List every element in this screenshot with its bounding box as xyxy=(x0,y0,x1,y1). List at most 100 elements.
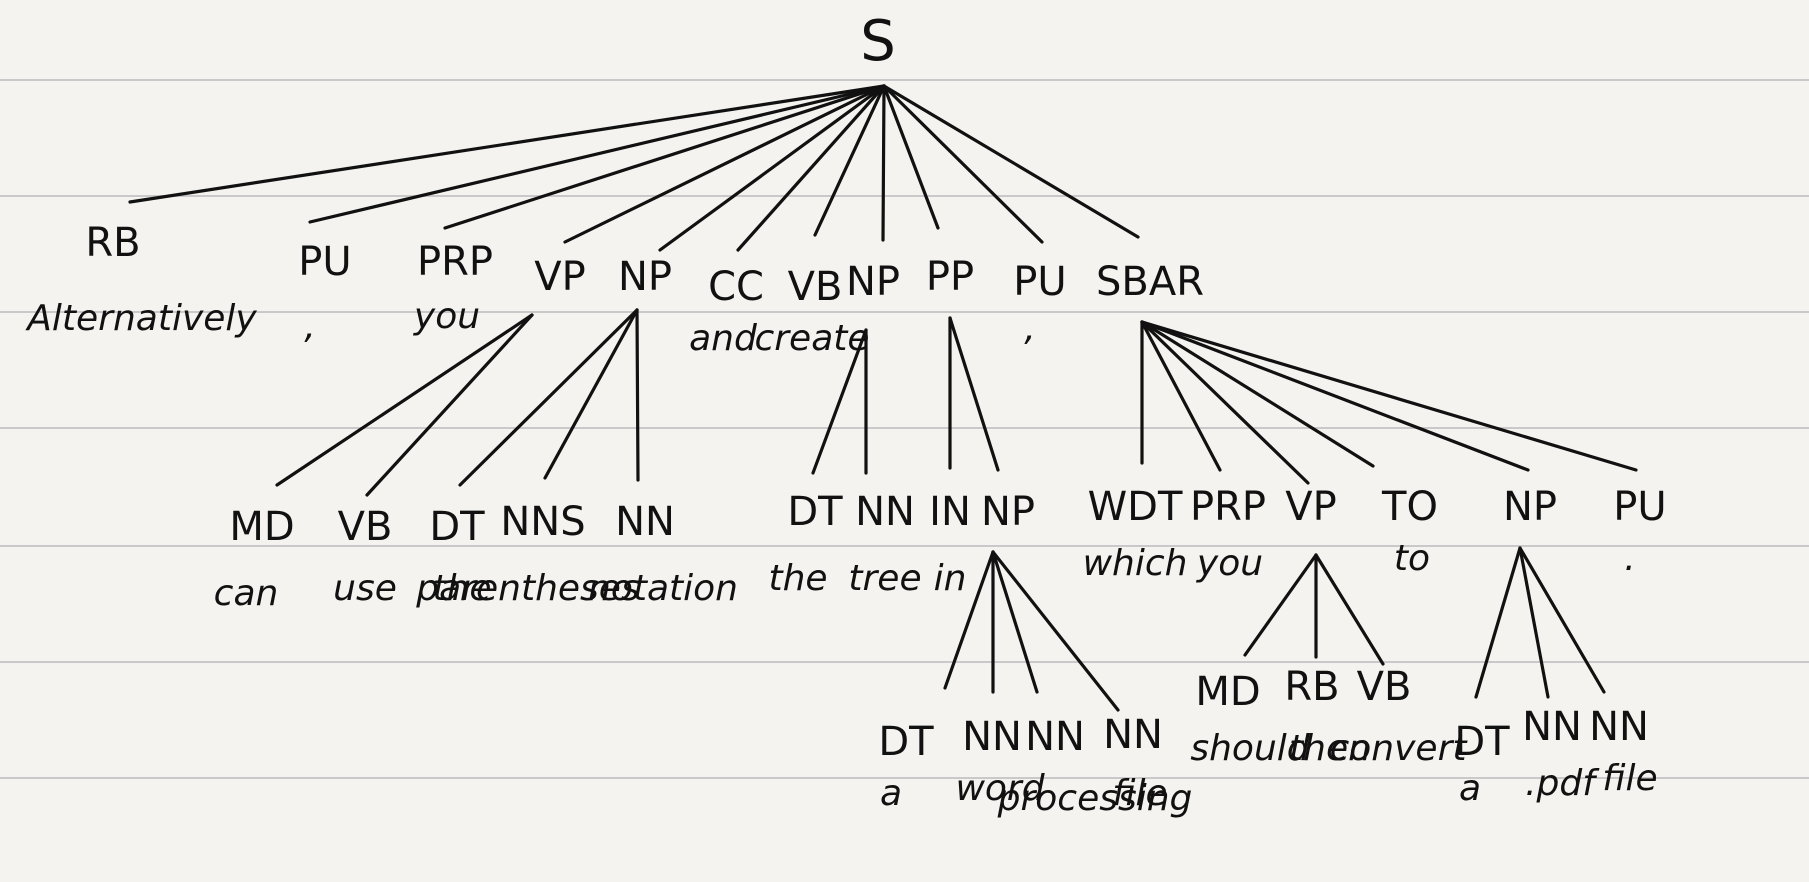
node-word-dt2: the xyxy=(768,558,827,599)
node-word-dt1: the xyxy=(432,568,491,609)
node-word-nn3: word xyxy=(955,768,1045,809)
tree-edge xyxy=(1140,320,1222,472)
tree-edge xyxy=(1518,546,1606,694)
node-tag-dt3: DT xyxy=(878,719,934,765)
tree-edge xyxy=(882,84,1140,239)
node-tag-nn6: NN xyxy=(1522,704,1582,750)
node-word-rb2: then xyxy=(1289,728,1371,769)
node-word-vb1: create xyxy=(754,318,869,359)
node-tag-nn7: NN xyxy=(1589,704,1649,750)
node-tag-pp: PP xyxy=(926,254,974,300)
node-word-md1: can xyxy=(214,573,279,614)
node-tag-nn3: NN xyxy=(962,714,1022,760)
tree-edge xyxy=(1140,320,1310,485)
root-node-label: S xyxy=(860,9,896,74)
node-word-pu3: . xyxy=(1624,538,1635,579)
node-word-prp: you xyxy=(413,296,480,337)
tree-edge xyxy=(882,84,940,230)
node-word-md2: should xyxy=(1190,728,1310,769)
tree-edge xyxy=(275,313,534,487)
node-word-pu1: , xyxy=(304,306,315,347)
node-tag-dt4: DT xyxy=(1454,719,1510,765)
node-tag-rb2: RB xyxy=(1284,664,1339,710)
node-word-in: in xyxy=(934,558,967,599)
tree-edge xyxy=(882,84,1044,244)
tree-edge xyxy=(658,84,886,252)
tree-edge xyxy=(991,550,1039,694)
node-tag-sbar: SBAR xyxy=(1096,259,1204,305)
node-tag-wdt: WDT xyxy=(1088,484,1183,530)
node-tag-pu2: PU xyxy=(1013,259,1066,305)
node-tag-in: IN xyxy=(929,489,971,535)
tree-edge xyxy=(1314,553,1385,666)
node-tag-nn1: NN xyxy=(615,499,675,545)
tree-edge xyxy=(943,550,995,690)
tree-edge xyxy=(813,84,886,237)
tree-edge xyxy=(1474,546,1522,699)
node-tag-vb1: VB xyxy=(788,264,843,310)
tree-edge xyxy=(365,313,534,497)
tree-edge xyxy=(1243,553,1318,657)
tree-edge xyxy=(736,84,886,252)
node-tag-vb2: VB xyxy=(338,504,393,550)
tree-edge xyxy=(991,550,1120,712)
node-word-nns: parentheses xyxy=(415,568,639,609)
node-tag-prp2: PRP xyxy=(1190,484,1266,530)
node-word-nn2: tree xyxy=(848,558,921,599)
node-tag-md1: MD xyxy=(229,504,294,550)
notebook-rules xyxy=(0,79,1809,779)
node-word-nn5: file xyxy=(1112,773,1167,814)
node-word-vb2: use xyxy=(333,568,397,609)
node-word-nn4: processing xyxy=(997,778,1193,819)
node-tag-rb: RB xyxy=(85,220,140,266)
node-word-pu2: , xyxy=(1024,308,1035,349)
node-word-wdt: which xyxy=(1083,543,1188,584)
tree-edge xyxy=(458,308,639,487)
tree-edge xyxy=(1140,320,1530,472)
node-tag-vp2: VP xyxy=(1285,484,1336,530)
tree-edge xyxy=(1140,320,1638,472)
tree-edge xyxy=(1140,320,1375,468)
node-tag-pu3: PU xyxy=(1613,484,1666,530)
tree-edge xyxy=(128,84,886,204)
node-tag-dt1: DT xyxy=(429,504,485,550)
tree-edge xyxy=(563,84,886,244)
node-word-prp2: you xyxy=(1196,543,1263,584)
tree-edge xyxy=(543,308,639,480)
node-tag-dt2: DT xyxy=(787,489,843,535)
node-tag-vp1: VP xyxy=(534,254,585,300)
node-tag-md2: MD xyxy=(1195,669,1260,715)
tree-edge xyxy=(811,328,868,475)
tree-edge xyxy=(443,84,886,230)
node-word-nn1: notation xyxy=(588,568,738,609)
node-word-nn7: file xyxy=(1602,758,1657,799)
node-word-vb3: convert xyxy=(1329,728,1468,769)
node-tag-prp: PRP xyxy=(417,239,493,285)
node-tag-vb3: VB xyxy=(1357,664,1412,710)
node-tag-np3: NP xyxy=(981,489,1035,535)
node-tag-np2: NP xyxy=(846,259,900,305)
tree-edges xyxy=(128,84,1638,712)
tree-edge xyxy=(1518,546,1550,699)
node-tag-nns: NNS xyxy=(500,499,585,545)
tree-edge xyxy=(881,84,886,242)
node-tag-nn5: NN xyxy=(1103,712,1163,758)
tree-edge xyxy=(635,308,640,482)
node-tag-nn2: NN xyxy=(855,489,915,535)
node-word-cc: and xyxy=(689,318,758,359)
node-tag-to: TO xyxy=(1381,484,1438,530)
node-tag-cc: CC xyxy=(708,264,764,310)
node-tag-np1: NP xyxy=(618,254,672,300)
node-tag-pu1: PU xyxy=(298,239,351,285)
node-word-to: to xyxy=(1394,538,1430,579)
node-word-dt3: a xyxy=(880,773,902,814)
tree-edge xyxy=(308,84,886,224)
node-word-nn6: .pdf xyxy=(1525,763,1600,804)
node-tag-np4: NP xyxy=(1503,484,1557,530)
node-tag-nn4: NN xyxy=(1025,714,1085,760)
node-word-rb: Alternatively xyxy=(25,298,257,339)
node-word-dt4: a xyxy=(1459,768,1481,809)
tree-edge xyxy=(948,316,1000,472)
